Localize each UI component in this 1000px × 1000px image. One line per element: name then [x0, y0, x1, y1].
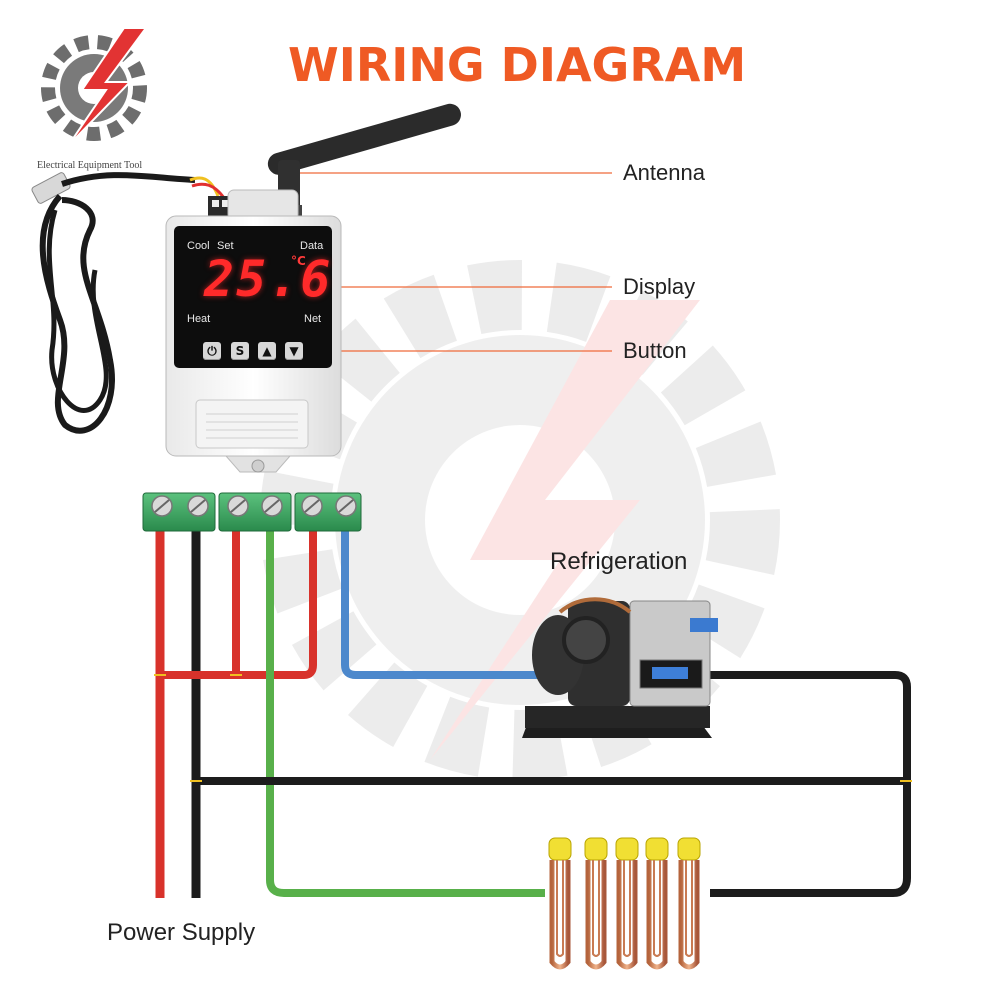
watermark-gear-icon: [260, 260, 780, 780]
display-label: Display: [623, 274, 696, 299]
brand-name: Electrical Equipment Tool: [37, 160, 143, 171]
indicator-set: Set: [217, 240, 234, 252]
power-supply-label: Power Supply: [107, 919, 256, 946]
set-button[interactable]: S: [231, 342, 249, 360]
wires: [154, 530, 912, 898]
refrigeration-unit-icon: [522, 597, 718, 738]
indicator-heat: Heat: [187, 313, 211, 325]
page-title: WIRING DIAGRAM: [288, 38, 747, 92]
wire-green-load: [266, 530, 545, 897]
antenna-label: Antenna: [623, 160, 705, 185]
thermostat-housing: [165, 189, 342, 473]
indicator-net: Net: [304, 313, 322, 325]
wire-blue-load: [341, 530, 560, 679]
button-label: Button: [623, 338, 687, 363]
terminal-blocks: [142, 492, 362, 532]
wire-red-jumper: [160, 530, 317, 679]
wire-black-fridge: [690, 671, 911, 897]
temperature-probe: [31, 172, 196, 434]
indicator-cool: Cool: [187, 240, 210, 252]
temperature-unit: °C: [291, 254, 306, 268]
heating-elements-icon: [548, 837, 701, 970]
down-button[interactable]: ▼: [285, 342, 303, 360]
callout-lines: [290, 172, 612, 352]
refrigeration-label: Refrigeration: [550, 548, 688, 575]
up-button[interactable]: ▲: [258, 342, 276, 360]
power-button[interactable]: ⏻: [203, 342, 221, 360]
brand-logo-icon: [41, 27, 148, 147]
temperature-reading: 25.6: [204, 250, 333, 308]
indicator-data: Data: [300, 240, 324, 252]
